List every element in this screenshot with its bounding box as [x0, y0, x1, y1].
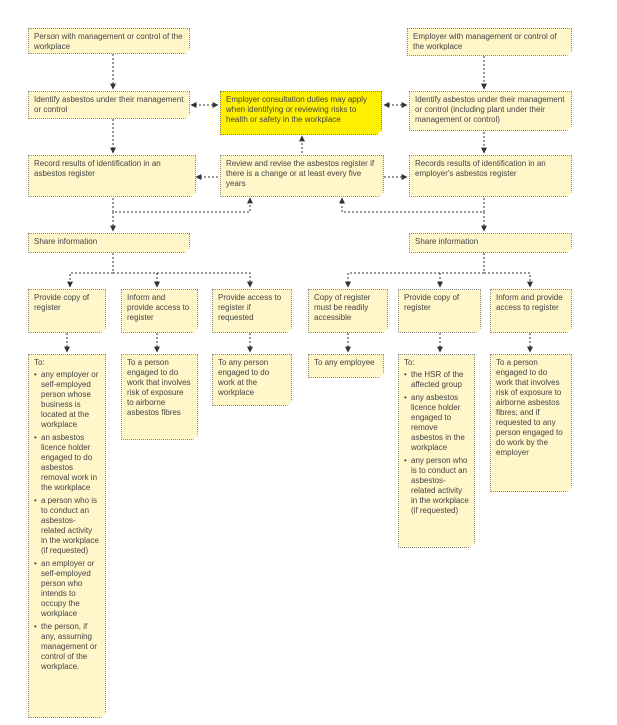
box-identify-asbestos-right: Identify asbestos under their management… — [409, 91, 572, 131]
box-right-accessible-recipients: To any employee — [308, 354, 384, 378]
box-text: Inform and provide access to register — [496, 293, 563, 312]
box-left-copy-recipients: To: any employer or self-employed person… — [28, 354, 106, 718]
connector — [484, 272, 533, 288]
box-left-access-recipients: To any person engaged to do work at the … — [212, 354, 292, 406]
box-share-information-right: Share information — [409, 233, 572, 253]
list-item: the person, if any, assuming management … — [34, 622, 100, 672]
list-item: the HSR of the affected group — [404, 370, 469, 390]
box-text: Provide access to register if requested — [218, 293, 282, 322]
box-right-inform-recipients: To a person engaged to do work that invo… — [490, 354, 572, 492]
box-text: Person with management or control of the… — [34, 32, 183, 51]
recipient-list: any employer or self-employed person who… — [34, 370, 100, 672]
box-right-readily-accessible: Copy of register must be readily accessi… — [308, 289, 388, 333]
box-text: Employer consultation duties may apply w… — [226, 95, 367, 124]
box-text: To any employee — [314, 358, 375, 367]
box-text: Record results of identification in an a… — [34, 159, 161, 178]
box-left-inform-recipients: To a person engaged to do work that invo… — [121, 354, 198, 440]
box-right-provide-copy: Provide copy of register — [398, 289, 481, 333]
box-text: Share information — [34, 237, 98, 246]
box-employer-management-control: Employer with management or control of t… — [407, 28, 572, 56]
connector — [67, 253, 114, 288]
box-text: Review and revise the asbestos register … — [226, 159, 375, 188]
box-text: Employer with management or control of t… — [413, 32, 557, 51]
connector — [339, 197, 485, 213]
to-label: To: — [404, 358, 415, 367]
box-left-provide-copy: Provide copy of register — [28, 289, 106, 333]
connector — [112, 197, 253, 213]
box-identify-asbestos-left: Identify asbestos under their management… — [28, 91, 190, 119]
box-left-inform-access: Inform and provide access to register — [121, 289, 198, 333]
list-item: any person who is to conduct an asbestos… — [404, 456, 469, 516]
box-text: Provide copy of register — [34, 293, 90, 312]
box-text: To a person engaged to do work that invo… — [496, 358, 563, 457]
box-right-copy-recipients: To: the HSR of the affected group any as… — [398, 354, 475, 548]
box-text: Records results of identification in an … — [415, 159, 546, 178]
list-item: an asbestos licence holder engaged to do… — [34, 433, 100, 493]
connector — [345, 253, 485, 288]
box-employer-consultation-duties: Employer consultation duties may apply w… — [220, 91, 382, 135]
connector — [113, 272, 160, 288]
box-left-provide-access-requested: Provide access to register if requested — [212, 289, 292, 333]
box-share-information-left: Share information — [28, 233, 190, 253]
list-item: an employer or self-employed person who … — [34, 559, 100, 619]
box-text: Provide copy of register — [404, 293, 460, 312]
list-item: any employer or self-employed person who… — [34, 370, 100, 430]
box-right-inform-access: Inform and provide access to register — [490, 289, 572, 333]
connector — [437, 272, 484, 288]
box-record-results-left: Record results of identification in an a… — [28, 155, 196, 197]
list-item: any asbestos licence holder engaged to r… — [404, 393, 469, 453]
box-text: Inform and provide access to register — [127, 293, 190, 322]
connector — [113, 272, 253, 288]
box-text: Identify asbestos under their management… — [34, 95, 184, 114]
box-text: To any person engaged to do work at the … — [218, 358, 270, 397]
recipient-list: the HSR of the affected group any asbest… — [404, 370, 469, 516]
box-text: To a person engaged to do work that invo… — [127, 358, 191, 417]
to-label: To: — [34, 358, 45, 367]
box-text: Copy of register must be readily accessi… — [314, 293, 371, 322]
list-item: a person who is to conduct an asbestos-r… — [34, 496, 100, 556]
box-text: Identify asbestos under their management… — [415, 95, 565, 124]
box-review-revise-register: Review and revise the asbestos register … — [220, 155, 384, 197]
box-text: Share information — [415, 237, 479, 246]
box-record-results-right: Records results of identification in an … — [409, 155, 572, 197]
box-person-management-control: Person with management or control of the… — [28, 28, 190, 54]
